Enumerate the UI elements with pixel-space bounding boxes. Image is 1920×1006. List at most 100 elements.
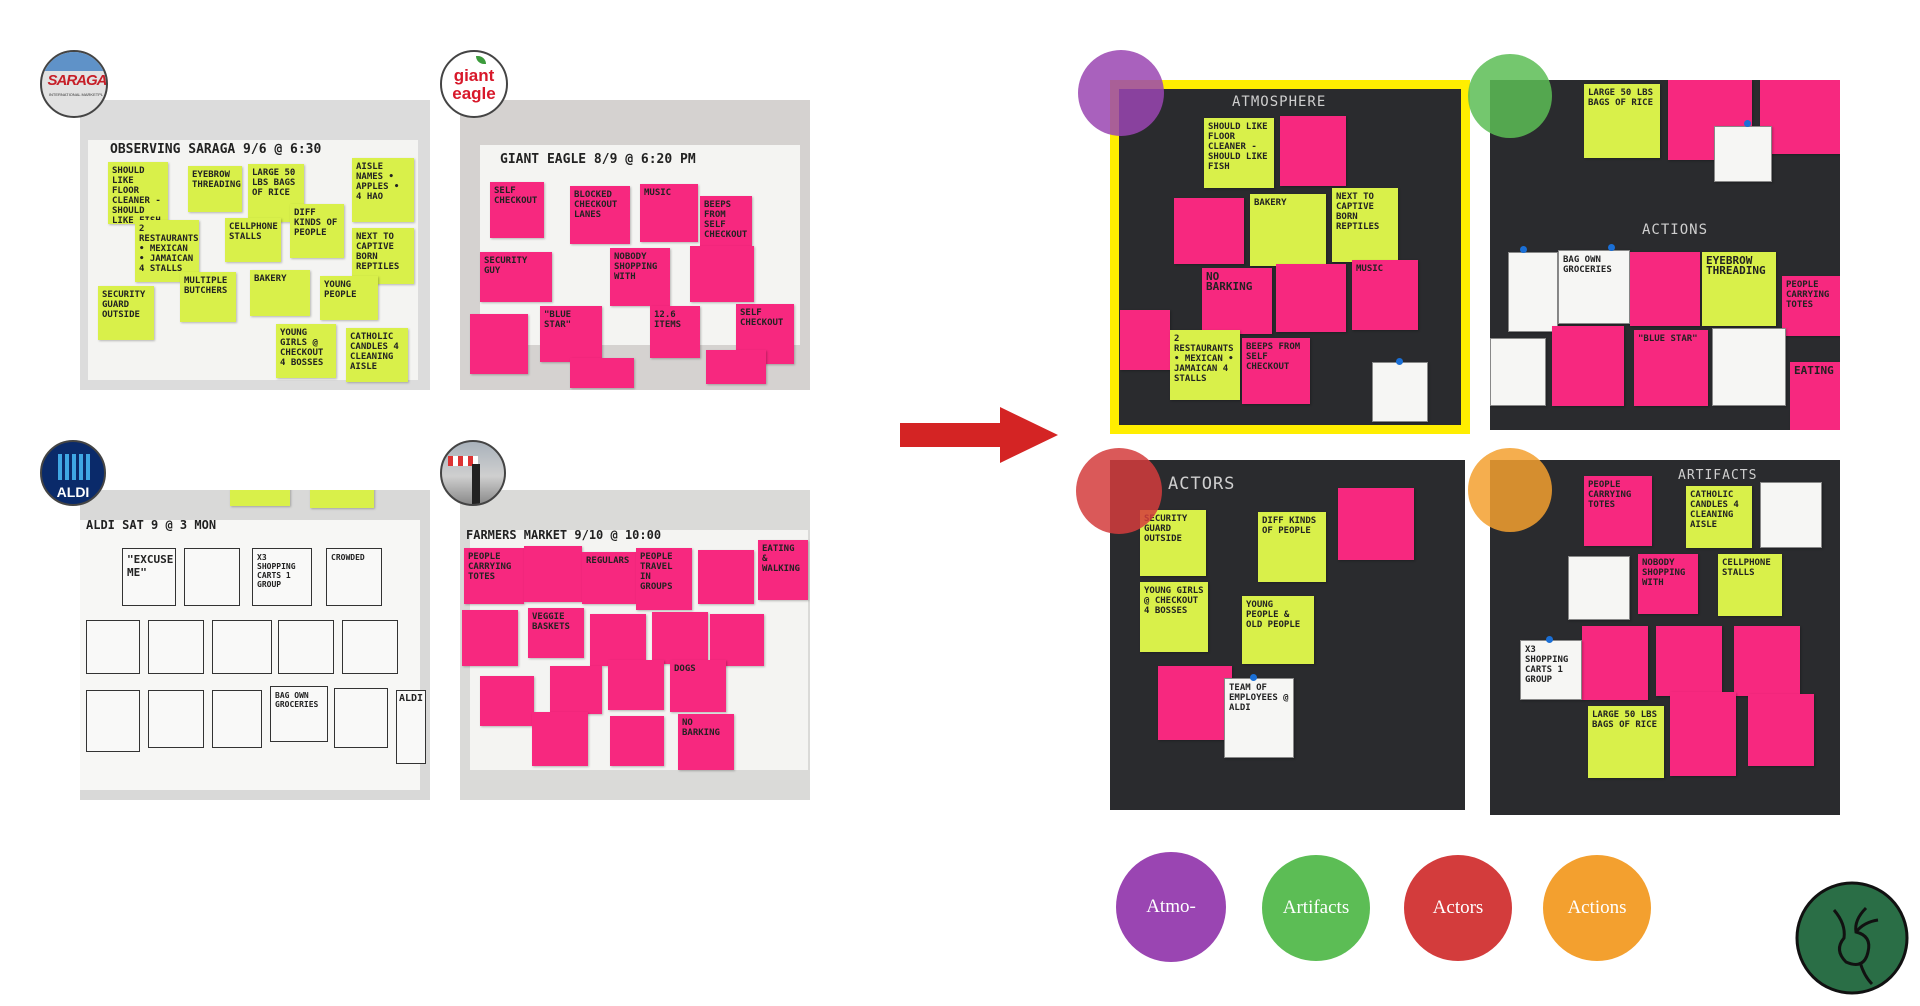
giant-eagle-board-title: GIANT EAGLE 8/9 @ 6:20 PM xyxy=(500,152,696,167)
giant-note: BLOCKED CHECKOUT LANES xyxy=(570,186,630,244)
pushpin-icon xyxy=(1520,246,1527,253)
actions-note xyxy=(1490,338,1546,406)
atmosphere-note xyxy=(1280,116,1346,186)
aldi-board-photo: ALDI SAT 9 @ 3 MON "EXCUSE ME" X3 SHOPPI… xyxy=(80,490,430,800)
saraga-note: BAKERY xyxy=(250,270,310,316)
atmosphere-note: BEEPS FROM SELF CHECKOUT xyxy=(1242,338,1310,404)
pushpin-icon xyxy=(1744,120,1751,127)
atmosphere-note: BAKERY xyxy=(1250,194,1326,266)
artifacts-note xyxy=(1734,626,1800,696)
giant-note xyxy=(470,314,528,374)
atmosphere-note xyxy=(1372,362,1428,422)
actions-note: EATING xyxy=(1790,362,1840,430)
giant-note xyxy=(690,246,754,302)
farmers-market-board-title: FARMERS MARKET 9/10 @ 10:00 xyxy=(466,528,662,542)
actors-note xyxy=(1158,666,1232,740)
atmosphere-note: NEXT TO CAPTIVE BORN REPTILES xyxy=(1332,188,1398,262)
giant-note: SECURITY GUY xyxy=(480,252,552,302)
legend-artifacts: Artifacts xyxy=(1262,855,1370,961)
farmers-note xyxy=(462,610,518,666)
artifacts-note xyxy=(1670,692,1736,776)
aldi-note xyxy=(310,490,374,508)
artifacts-note: CELLPHONE STALLS xyxy=(1718,554,1782,616)
actions-cluster-title: ACTIONS xyxy=(1642,222,1709,238)
artifacts-category-marker xyxy=(1468,448,1552,532)
farmers-note xyxy=(698,550,754,604)
giant-note: MUSIC xyxy=(640,184,698,242)
actors-note: SECURITY GUARD OUTSIDE xyxy=(1140,510,1206,576)
atmosphere-category-marker xyxy=(1078,50,1164,136)
artifacts-note xyxy=(1748,694,1814,766)
atmosphere-note: 2 RESTAURANTS • MEXICAN • JAMAICAN 4 STA… xyxy=(1170,330,1240,400)
atmosphere-note xyxy=(1174,198,1244,264)
giant-eagle-logo: giant eagle xyxy=(440,50,508,118)
atmosphere-highlight-border xyxy=(1110,80,1470,434)
saraga-note: SECURITY GUARD OUTSIDE xyxy=(98,286,154,340)
aldi-board-title: ALDI SAT 9 @ 3 MON xyxy=(86,518,217,532)
actors-category-marker xyxy=(1076,448,1162,534)
atmosphere-cluster: ATMOSPHERE SHOULD LIKE FLOOR CLEANER - S… xyxy=(1110,80,1470,434)
giant-note: SELF CHECKOUT xyxy=(490,182,544,238)
aldi-sketch xyxy=(212,690,262,748)
aldi-sketch: X3 SHOPPING CARTS 1 GROUP xyxy=(252,548,312,606)
actors-cluster-title: ACTORS xyxy=(1168,474,1236,494)
aldi-sketch xyxy=(334,688,388,748)
farmers-note xyxy=(608,660,664,710)
post-icon xyxy=(472,464,480,504)
farmers-note: REGULARS xyxy=(582,552,636,604)
actors-note: DIFF KINDS OF PEOPLE xyxy=(1258,512,1326,582)
artifacts-note: NOBODY SHOPPING WITH xyxy=(1638,554,1698,614)
actions-note: EYEBROW THREADING xyxy=(1702,252,1776,326)
giant-eagle-logo-text-2: eagle xyxy=(452,84,496,103)
farmers-note: EATING & WALKING xyxy=(758,540,808,600)
aldi-sketch xyxy=(278,620,334,674)
actors-note: YOUNG GIRLS @ CHECKOUT 4 BOSSES xyxy=(1140,582,1208,652)
awning-icon xyxy=(448,456,478,466)
radish-logo-icon xyxy=(1795,881,1909,995)
atmosphere-cluster-title: ATMOSPHERE xyxy=(1232,94,1327,110)
leaf-icon xyxy=(476,56,486,64)
aldi-sketch xyxy=(148,620,204,674)
legend-actions: Actions xyxy=(1543,855,1651,961)
aldi-sketch xyxy=(148,690,204,748)
giant-eagle-logo-text-1: giant xyxy=(453,66,495,85)
actions-note xyxy=(1552,326,1624,406)
aldi-sketch: ALDI xyxy=(396,690,426,764)
actors-note xyxy=(1338,488,1414,560)
aldi-logo-text: ALDI xyxy=(56,484,90,500)
actions-note xyxy=(1508,252,1558,332)
saraga-note: AISLE NAMES • APPLES • 4 HAO xyxy=(352,158,414,222)
farmers-market-board-photo: FARMERS MARKET 9/10 @ 10:00 PEOPLE CARRY… xyxy=(460,490,810,800)
aldi-sketch xyxy=(86,690,140,752)
saraga-note: CELLPHONE STALLS xyxy=(225,218,281,262)
artifacts-note: PEOPLE CARRYING TOTES xyxy=(1584,476,1652,546)
farmers-note: NO BARKING xyxy=(678,714,734,770)
legend-actors: Actors xyxy=(1404,855,1512,961)
actors-note: YOUNG PEOPLE & OLD PEOPLE xyxy=(1242,596,1314,664)
actions-cluster: ACTIONS LARGE 50 LBS BAGS OF RICE BAG OW… xyxy=(1490,80,1840,430)
aldi-note xyxy=(230,490,290,506)
pushpin-icon xyxy=(1546,636,1553,643)
artifacts-note: LARGE 50 LBS BAGS OF RICE xyxy=(1588,706,1664,778)
actions-note xyxy=(1630,252,1700,326)
actions-note xyxy=(1714,126,1772,182)
farmers-note xyxy=(610,716,664,766)
actions-note: BAG OWN GROCERIES xyxy=(1558,250,1630,324)
actors-cluster: ACTORS SECURITY GUARD OUTSIDE DIFF KINDS… xyxy=(1110,460,1465,810)
stripes-icon xyxy=(58,454,90,480)
aldi-sketch xyxy=(212,620,272,674)
actors-note: TEAM OF EMPLOYEES @ ALDI xyxy=(1224,678,1294,758)
actions-note: LARGE 50 LBS BAGS OF RICE xyxy=(1584,84,1660,158)
giant-note: 12.6 ITEMS xyxy=(650,306,700,358)
pushpin-icon xyxy=(1250,674,1257,681)
saraga-note: YOUNG PEOPLE xyxy=(320,276,378,320)
artifacts-note: X3 SHOPPING CARTS 1 GROUP xyxy=(1520,640,1582,700)
transition-arrow xyxy=(900,407,1058,463)
pushpin-icon xyxy=(1608,244,1615,251)
arrow-right-icon xyxy=(900,407,1058,463)
farmers-note xyxy=(532,712,588,766)
farmers-note xyxy=(480,676,534,726)
saraga-note: MULTIPLE BUTCHERS xyxy=(180,272,236,322)
farmers-note xyxy=(550,666,602,714)
atmosphere-note: SHOULD LIKE FLOOR CLEANER - SHOULD LIKE … xyxy=(1204,118,1274,188)
